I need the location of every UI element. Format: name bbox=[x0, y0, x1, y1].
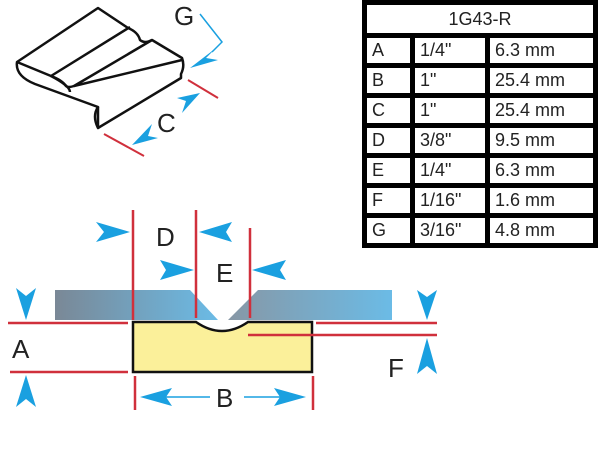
table-row: D 3/8" 9.5 mm bbox=[362, 123, 598, 158]
row-inch: 3/16" bbox=[410, 213, 490, 248]
row-key: B bbox=[362, 63, 415, 98]
table-row: B 1" 25.4 mm bbox=[362, 63, 598, 98]
row-inch: 1" bbox=[410, 63, 490, 98]
row-mm: 4.8 mm bbox=[485, 213, 598, 248]
label-c: C bbox=[157, 108, 176, 138]
table-title-row: 1G43-R bbox=[362, 0, 598, 38]
row-inch: 1/4" bbox=[410, 153, 490, 188]
row-inch: 3/8" bbox=[410, 123, 490, 158]
dimension-g: G bbox=[174, 1, 224, 68]
row-inch: 1/16" bbox=[410, 183, 490, 218]
row-inch: 1/4" bbox=[410, 33, 490, 68]
arrow-e-right bbox=[252, 260, 286, 280]
dimension-arrows bbox=[16, 222, 437, 407]
arrow-c-down bbox=[132, 124, 158, 145]
plate-left bbox=[55, 290, 218, 320]
row-key: D bbox=[362, 123, 415, 158]
table-title: 1G43-R bbox=[362, 0, 598, 38]
arrow-b-left bbox=[140, 388, 172, 406]
row-mm: 6.3 mm bbox=[485, 33, 598, 68]
row-mm: 25.4 mm bbox=[485, 63, 598, 98]
label-d: D bbox=[156, 222, 175, 252]
row-mm: 25.4 mm bbox=[485, 93, 598, 128]
row-key: G bbox=[362, 213, 415, 248]
dimension-lines bbox=[8, 210, 437, 410]
arrow-c-up bbox=[177, 93, 200, 113]
label-a: A bbox=[12, 334, 30, 364]
label-b: B bbox=[216, 383, 233, 413]
row-key: C bbox=[362, 93, 415, 128]
isometric-backing-strip bbox=[15, 6, 185, 130]
arrow-g bbox=[190, 48, 218, 68]
table-row: E 1/4" 6.3 mm bbox=[362, 153, 598, 188]
label-f: F bbox=[388, 353, 404, 383]
dimension-c: C bbox=[103, 79, 219, 157]
row-key: E bbox=[362, 153, 415, 188]
row-inch: 1" bbox=[410, 93, 490, 128]
backing-strip-section bbox=[131, 320, 314, 374]
arrow-f-down bbox=[417, 290, 437, 320]
table-row: C 1" 25.4 mm bbox=[362, 93, 598, 128]
label-e: E bbox=[216, 258, 233, 288]
arrow-a-up bbox=[16, 375, 36, 407]
arrow-d-left bbox=[96, 222, 130, 242]
dimension-table: 1G43-R A 1/4" 6.3 mm B 1" 25.4 mm C 1" 2… bbox=[362, 0, 598, 248]
arrow-e-left bbox=[160, 260, 194, 280]
table-row: G 3/16" 4.8 mm bbox=[362, 213, 598, 248]
row-mm: 9.5 mm bbox=[485, 123, 598, 158]
table-row: F 1/16" 1.6 mm bbox=[362, 183, 598, 218]
arrow-f-up bbox=[417, 338, 437, 374]
row-key: F bbox=[362, 183, 415, 218]
arrow-d-right bbox=[199, 222, 232, 242]
row-mm: 6.3 mm bbox=[485, 153, 598, 188]
label-g: G bbox=[174, 1, 194, 31]
plate-right bbox=[228, 290, 392, 320]
row-key: A bbox=[362, 33, 415, 68]
table-row: A 1/4" 6.3 mm bbox=[362, 33, 598, 68]
row-mm: 1.6 mm bbox=[485, 183, 598, 218]
arrow-a-down bbox=[16, 288, 36, 320]
